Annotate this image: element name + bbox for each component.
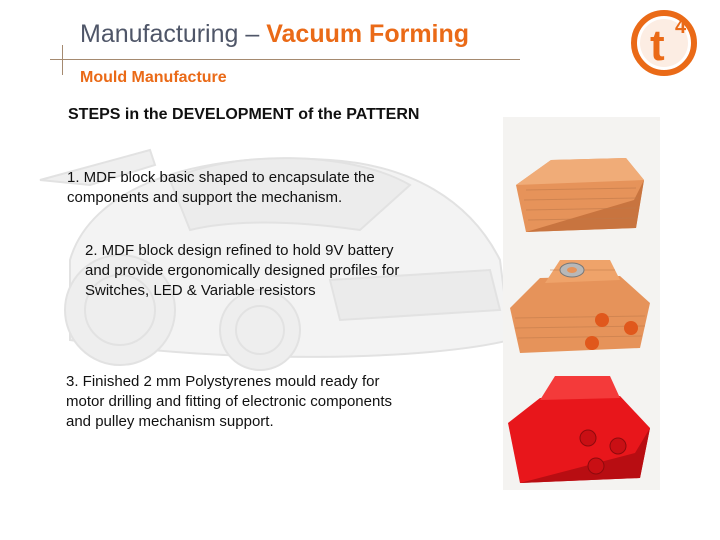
- steps-heading: STEPS in the DEVELOPMENT of the PATTERN: [68, 106, 420, 123]
- slide-title: Manufacturing – Vacuum Forming: [80, 20, 469, 49]
- step-3-line-3: and pulley mechanism support.: [66, 413, 274, 430]
- step-3-line-1: 3. Finished 2 mm Polystyrenes mould read…: [66, 373, 380, 390]
- step-1-text: 1. MDF block basic shaped to encapsulate…: [67, 168, 447, 208]
- step-2-line-3: Switches, LED & Variable resistors: [85, 282, 316, 299]
- step-2-line-1: 2. MDF block design refined to hold 9V b…: [85, 242, 394, 259]
- step-3-text: 3. Finished 2 mm Polystyrenes mould read…: [66, 372, 466, 432]
- title-underline-rule: [50, 59, 520, 60]
- logo-superscript: 4: [675, 16, 687, 38]
- title-light-text: Manufacturing –: [80, 20, 260, 48]
- mdf-refined-block-image: [510, 260, 650, 353]
- title-vertical-rule: [62, 45, 63, 75]
- step-1-line-1: 1. MDF block basic shaped to encapsulate…: [67, 169, 375, 186]
- car-background-illustration: [39, 148, 512, 371]
- polystyrene-mould-image: [508, 376, 650, 483]
- step-2-line-2: and provide ergonomically designed profi…: [85, 262, 400, 279]
- title-bold-text: Vacuum Forming: [266, 20, 470, 48]
- slide-subtitle: Mould Manufacture: [80, 69, 227, 86]
- t4-logo: t 4: [631, 10, 697, 76]
- step-2-text: 2. MDF block design refined to hold 9V b…: [85, 241, 465, 301]
- step-3-line-2: motor drilling and fitting of electronic…: [66, 393, 393, 410]
- step-1-line-2: components and support the mechanism.: [67, 189, 343, 206]
- mdf-basic-block-image: [516, 158, 644, 232]
- logo-letter: t: [650, 21, 665, 70]
